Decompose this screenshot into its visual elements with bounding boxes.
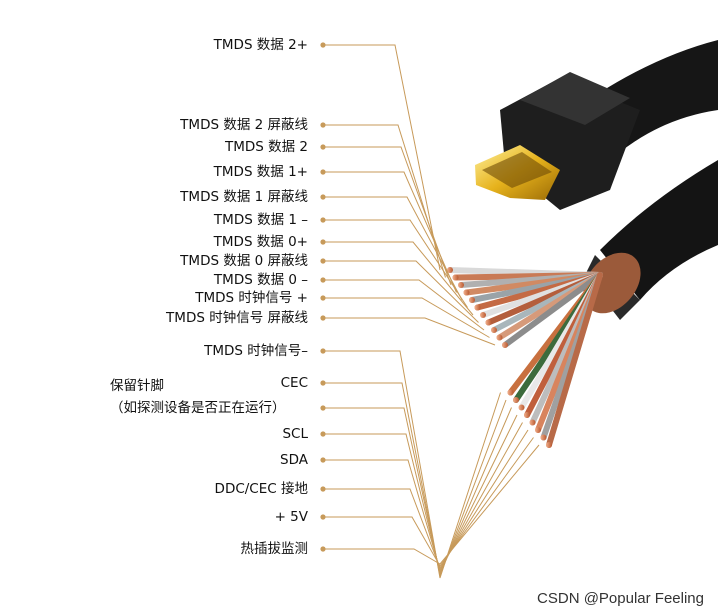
pin-label: （如探测设备是否正在运行） <box>110 400 286 416</box>
leader-line <box>323 125 446 278</box>
pin-label: TMDS 数据 1 屏蔽线 <box>180 189 308 205</box>
wire-tip <box>530 420 536 426</box>
wire-tip <box>524 412 530 418</box>
wire-tip <box>546 442 552 448</box>
pin-label: TMDS 数据 0 – <box>214 272 308 288</box>
wire-tip <box>497 335 503 341</box>
pin-label: + 5V <box>275 509 308 525</box>
wire-tip <box>513 397 519 403</box>
wire-tip <box>491 327 497 333</box>
pin-label: 热插拔监测 <box>241 541 309 557</box>
wire-tip <box>475 305 481 311</box>
leader-line <box>323 430 528 568</box>
pin-label: SDA <box>280 452 308 468</box>
pin-label: SCL <box>282 426 308 442</box>
pin-label: TMDS 数据 0+ <box>214 234 308 250</box>
wire-tip <box>453 275 459 281</box>
wire-tip <box>480 312 486 318</box>
pin-label: TMDS 时钟信号– <box>204 343 308 359</box>
leader-line <box>323 351 501 578</box>
wire-tip <box>535 427 541 433</box>
pin-label: TMDS 时钟信号 屏蔽线 <box>166 310 308 326</box>
pin-label: TMDS 时钟信号 + <box>195 290 308 306</box>
watermark: CSDN @Popular Feeling <box>537 590 704 607</box>
wire-fan <box>447 267 600 448</box>
wire-tip <box>502 342 508 348</box>
leader-line <box>323 438 534 567</box>
wire-tip <box>486 320 492 326</box>
pin-label: TMDS 数据 1 – <box>214 212 308 228</box>
reserved-pin-label: 保留针脚 <box>110 378 164 394</box>
leader-line <box>323 383 506 576</box>
leader-line <box>323 318 495 345</box>
wire-tip <box>508 390 514 396</box>
wire-tip <box>541 435 547 441</box>
wire-tip <box>519 405 525 411</box>
pin-label: TMDS 数据 2+ <box>214 37 308 53</box>
wire-tip <box>458 282 464 288</box>
leader-line <box>323 197 462 300</box>
leader-line <box>323 172 457 293</box>
pin-label: CEC <box>281 375 308 391</box>
pin-label: TMDS 数据 2 <box>225 139 308 155</box>
pin-label: TMDS 数据 2 屏蔽线 <box>180 117 308 133</box>
wire-tip <box>469 297 475 303</box>
pin-label: TMDS 数据 1+ <box>214 164 308 180</box>
wire-tip <box>464 290 470 296</box>
leader-line <box>323 220 468 308</box>
pin-label: TMDS 数据 0 屏蔽线 <box>180 253 308 269</box>
pin-label: DDC/CEC 接地 <box>215 481 308 497</box>
leader-line <box>323 45 440 270</box>
